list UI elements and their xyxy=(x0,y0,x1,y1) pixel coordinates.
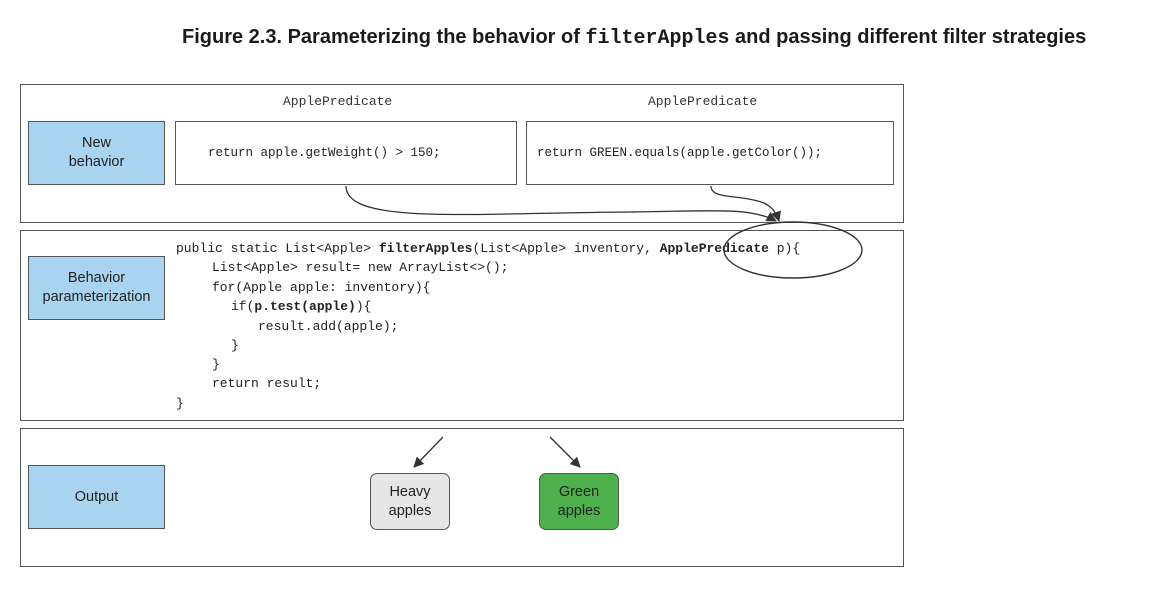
label-behavior-parameterization: Behavior parameterization xyxy=(28,256,165,320)
caption-prefix: Figure 2.3. Parameterizing the behavior … xyxy=(182,26,586,48)
strategy-code-color: return GREEN.equals(apple.getColor()); xyxy=(537,146,823,160)
panel-output xyxy=(20,428,904,567)
code-signature: public static List<Apple> filterApples(L… xyxy=(176,241,801,256)
arrow-weight-strategy xyxy=(345,185,777,222)
code-line-return: return result; xyxy=(212,376,322,391)
predicate-highlight-ellipse xyxy=(723,221,863,279)
panel-parameterization xyxy=(20,230,904,421)
caption-suffix: and passing different filter strategies xyxy=(729,26,1087,48)
predicate-parameter: ApplePredicate xyxy=(659,241,769,256)
output-heavy-apples: Heavy apples xyxy=(370,473,450,530)
strategy-title-weight: ApplePredicate xyxy=(283,94,393,109)
code-line-close-if: } xyxy=(231,338,239,353)
figure-caption: Figure 2.3. Parameterizing the behavior … xyxy=(182,26,1086,50)
code-line-close-method: } xyxy=(176,396,184,411)
label-new-behavior: New behavior xyxy=(28,121,165,185)
method-name: filterApples xyxy=(378,241,473,256)
arrow-to-heavy xyxy=(413,436,444,468)
code-line-add: result.add(apple); xyxy=(258,319,399,334)
strategy-box-color: return GREEN.equals(apple.getColor()); xyxy=(526,121,894,185)
predicate-test-call: p.test(apple) xyxy=(254,299,356,314)
code-line-result: List<Apple> result= new ArrayList<>(); xyxy=(212,260,509,275)
arrow-color-strategy xyxy=(710,185,781,222)
strategy-code-weight: return apple.getWeight() > 150; xyxy=(208,146,441,160)
strategy-title-color: ApplePredicate xyxy=(648,94,758,109)
code-line-if: if(p.test(apple)){ xyxy=(231,299,372,314)
code-line-close-for: } xyxy=(212,357,220,372)
arrow-to-green xyxy=(549,436,581,468)
code-line-for: for(Apple apple: inventory){ xyxy=(212,280,431,295)
label-output: Output xyxy=(28,465,165,529)
output-green-apples: Green apples xyxy=(539,473,619,530)
strategy-box-weight: return apple.getWeight() > 150; xyxy=(175,121,517,185)
caption-code: filterApples xyxy=(585,27,730,50)
